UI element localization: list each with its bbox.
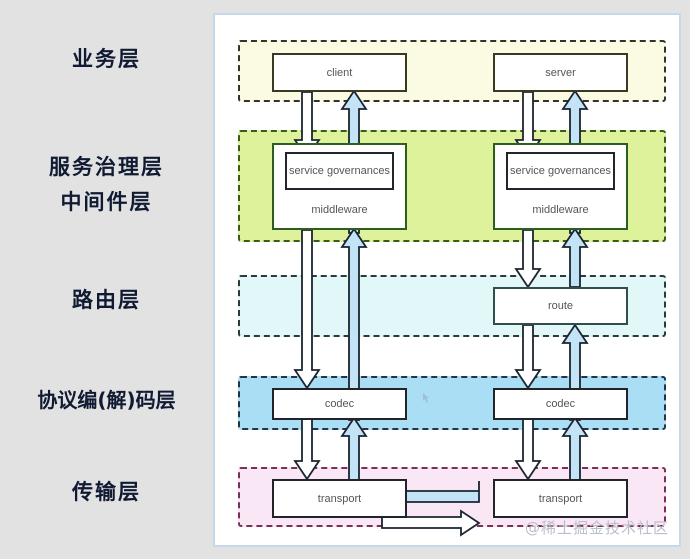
node-middleware-server[interactable]: service governances middleware xyxy=(493,143,628,230)
layer-label-codec-text: 协议编(解)码层 xyxy=(37,388,176,412)
node-route[interactable]: route xyxy=(493,287,628,325)
node-client-label: client xyxy=(326,66,353,79)
node-codec-server-label: codec xyxy=(545,398,576,410)
layer-label-business-text: 业务层 xyxy=(72,47,141,71)
layer-label-route-text: 路由层 xyxy=(72,288,141,312)
layer-label-business: 业务层 xyxy=(0,45,213,73)
service-governances-line1: service governances xyxy=(289,164,390,177)
arrow-route-to-middleware xyxy=(561,227,589,288)
layer-label-column: 业务层 服务治理层 中间件层 路由层 协议编(解)码层 传输层 xyxy=(0,0,213,559)
node-transport-server-label: transport xyxy=(538,492,583,505)
service-governances-line1-right: service governances xyxy=(510,164,611,177)
layer-label-middleware-text: 中间件层 xyxy=(60,190,153,214)
arrow-codec-to-transport-left xyxy=(293,416,321,481)
connector-arrow-layer xyxy=(293,89,589,537)
node-client[interactable]: client xyxy=(272,53,407,92)
architecture-diagram-frame: client server service governances middle… xyxy=(213,13,681,547)
node-server-label: server xyxy=(545,66,576,79)
node-middleware-server-label: middleware xyxy=(532,204,589,216)
node-server[interactable]: server xyxy=(493,53,628,92)
layer-label-codec: 协议编(解)码层 xyxy=(0,386,213,414)
node-middleware-client[interactable]: service governances middleware xyxy=(272,143,407,230)
watermark-text: @稀土掘金技术社区 xyxy=(524,519,669,537)
node-route-label: route xyxy=(547,300,574,312)
layer-label-transport-text: 传输层 xyxy=(72,480,141,504)
arrow-route-to-codec xyxy=(514,324,542,390)
layer-label-governance: 服务治理层 中间件层 xyxy=(0,153,213,216)
layer-label-governance-text: 服务治理层 xyxy=(49,155,164,179)
layer-label-transport: 传输层 xyxy=(0,478,213,506)
arrow-transport-left-to-right xyxy=(381,507,481,537)
node-service-governances-server[interactable]: service governances xyxy=(506,152,615,190)
node-transport-server[interactable]: transport xyxy=(493,479,628,518)
node-codec-server[interactable]: codec xyxy=(493,388,628,420)
layer-label-route: 路由层 xyxy=(0,286,213,314)
node-service-governances-client[interactable]: service governances xyxy=(285,152,394,190)
node-transport-client-label: transport xyxy=(317,492,362,505)
node-codec-client-label: codec xyxy=(324,398,355,410)
node-transport-client[interactable]: transport xyxy=(272,479,407,518)
node-codec-client[interactable]: codec xyxy=(272,388,407,420)
node-middleware-client-label: middleware xyxy=(311,204,368,216)
arrow-middleware-to-route xyxy=(514,229,542,289)
arrow-middleware-to-codec-left xyxy=(293,229,321,390)
cursor-icon xyxy=(423,393,429,403)
arrow-codec-to-transport-right xyxy=(514,416,542,481)
diagram-canvas: client server service governances middle… xyxy=(215,15,679,545)
